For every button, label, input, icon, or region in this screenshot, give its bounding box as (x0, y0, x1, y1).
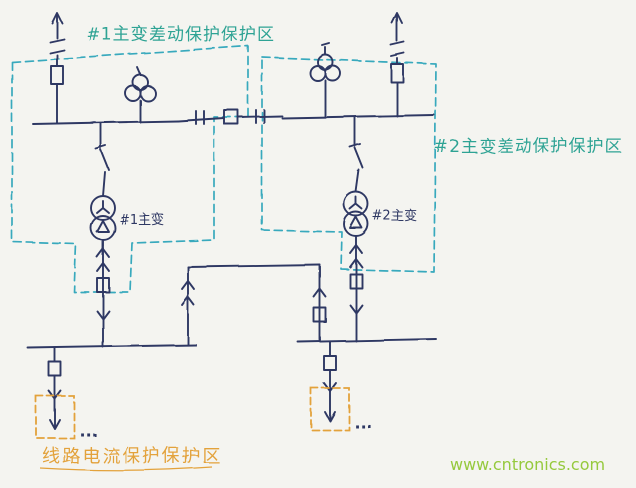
bus-tie (177, 109, 283, 125)
zone1-label: #1主变差动保护保护区 (86, 25, 275, 45)
bus-right-top (281, 114, 435, 119)
feeder-left-top (49, 12, 65, 124)
watermark: www.cntronics.com (450, 455, 605, 474)
feeder-right-top (390, 12, 405, 117)
transformer2-label: #2主变 (372, 208, 417, 224)
zone2-label: #2主变差动保护保护区 (434, 137, 623, 157)
transformer2-branch (349, 116, 364, 342)
feeder-left-bottom (48, 347, 62, 430)
transformer1-branch (95, 122, 110, 348)
bus-left-bottom (27, 344, 197, 349)
line-protection-underline (39, 466, 213, 471)
bus-left-top (32, 120, 179, 125)
line-zone-left-box (35, 395, 75, 439)
ellipsis-right: ... (354, 413, 372, 432)
pt-left-symbol (124, 66, 156, 123)
transformer1-label: #1主变 (119, 212, 164, 228)
transformer1-symbol (90, 195, 116, 241)
zone1-boundary (11, 45, 249, 293)
feeder-right-bottom (323, 341, 337, 422)
lower-tie-connection (181, 264, 327, 346)
zone2-boundary (261, 56, 437, 273)
ellipsis-left: ... (79, 421, 97, 440)
pt-right-symbol (309, 42, 341, 118)
transformer2-symbol (343, 191, 369, 237)
bus-right-bottom (297, 338, 437, 343)
line-protection-label: 线路电流保护保护区 (42, 446, 222, 467)
line-zone-right-box (310, 387, 350, 431)
